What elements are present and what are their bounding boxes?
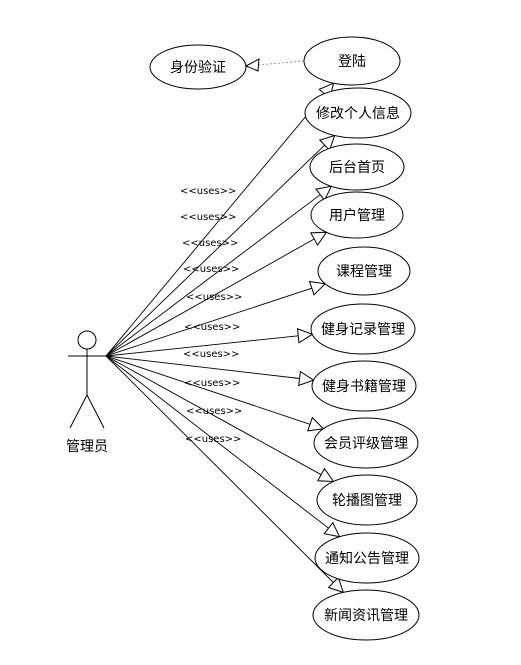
use-case-label: 课程管理	[336, 264, 392, 280]
use-case-ellipse	[317, 246, 411, 296]
association-line	[105, 287, 312, 357]
use-case-ellipse	[312, 589, 420, 641]
association-arrowhead	[323, 521, 341, 538]
use-case-ellipse	[316, 474, 418, 526]
auth-ellipse	[149, 44, 247, 90]
uses-stereotype-label: <<uses>>	[180, 186, 236, 197]
include-dashed-line	[257, 60, 305, 66]
use-case-label: 健身记录管理	[321, 322, 405, 338]
association-line	[105, 355, 322, 476]
use-case-ellipse	[309, 143, 405, 191]
association-line	[105, 355, 329, 529]
use-case-label: 健身书籍管理	[322, 378, 406, 395]
actor-label: 管理员	[66, 439, 108, 455]
uses-stereotype-label: <<uses>>	[184, 322, 240, 333]
association-arrowhead	[315, 185, 333, 202]
association-line	[105, 355, 300, 379]
use-case-label: 用户管理	[329, 207, 385, 224]
use-case-ellipse	[310, 191, 404, 239]
association-line	[105, 355, 334, 583]
uses-stereotype-label: <<uses>>	[183, 349, 239, 360]
actor	[68, 330, 106, 429]
association-arrowhead	[298, 370, 315, 387]
association-line	[105, 335, 299, 357]
uses-stereotype-label: <<uses>>	[182, 238, 238, 249]
use-case-label: 后台首页	[329, 160, 385, 176]
association-arrowhead	[316, 467, 335, 483]
use-case-ellipse	[311, 360, 417, 412]
actor-head	[77, 330, 97, 350]
include-arrowhead	[244, 58, 260, 72]
actor-left-leg	[69, 394, 88, 429]
association-arrowhead	[318, 134, 336, 152]
actor-right-leg	[86, 394, 105, 429]
association-arrowhead	[296, 328, 314, 344]
uses-stereotype-label: <<uses>>	[185, 434, 241, 445]
use-case-label: 会员评级管理	[324, 436, 408, 452]
uses-stereotype-label: <<uses>>	[183, 264, 239, 275]
association-line	[105, 144, 325, 357]
association-line	[105, 194, 321, 357]
uses-stereotype-label: <<uses>>	[180, 212, 236, 223]
association-line	[105, 93, 325, 357]
association-line	[105, 238, 315, 357]
use-case-ellipse	[304, 87, 412, 139]
use-case-label: 登陆	[338, 54, 366, 70]
association-arrowhead	[307, 416, 325, 432]
uses-labels: <<uses>> <<uses>> <<uses>> <<uses>> <<uses>>…	[180, 186, 242, 445]
association-arrowhead	[327, 576, 345, 594]
association-line	[105, 355, 311, 425]
uses-stereotype-label: <<uses>>	[186, 406, 242, 417]
uses-stereotype-label: <<uses>>	[184, 378, 240, 389]
association-arrowhead	[309, 231, 328, 247]
uses-stereotype-label: <<uses>>	[186, 292, 242, 303]
use-cases: 登陆修改个人信息后台首页用户管理课程管理健身记录管理健身书籍管理会员评级管理轮播…	[303, 36, 420, 641]
use-case-label: 通知公告管理	[325, 550, 409, 567]
auth-label: 身份验证	[170, 60, 226, 76]
use-case-ellipse	[303, 36, 401, 86]
use-case-ellipse	[313, 417, 419, 469]
use-case-label: 轮播图管理	[332, 493, 402, 509]
use-case-label: 修改个人信息	[316, 105, 400, 122]
use-case-ellipse	[314, 532, 420, 584]
use-case-ellipse	[310, 303, 416, 355]
use-case-label: 新闻资讯管理	[324, 608, 408, 624]
association-lines	[105, 82, 345, 594]
association-arrowhead	[308, 280, 327, 296]
